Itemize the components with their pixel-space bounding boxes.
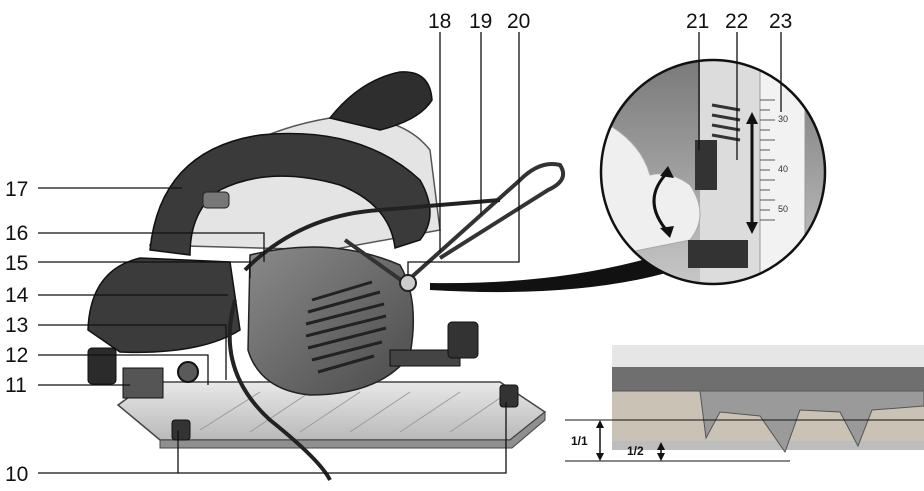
callout-12: 12: [5, 344, 28, 367]
scale-tick-40: 40: [778, 164, 788, 174]
base-block: [688, 240, 748, 268]
front-clamp-10a: [171, 419, 191, 441]
callout-19: 19: [469, 10, 492, 33]
callout-13: 13: [5, 314, 28, 337]
rear-clamp: [447, 321, 479, 359]
rear-handle: [328, 71, 433, 131]
power-cord: [227, 198, 501, 481]
front-clamp-10b: [499, 384, 519, 408]
bevel-scale: [122, 367, 164, 399]
rotation-arrow: [652, 170, 670, 233]
callout-20: 20: [507, 10, 530, 33]
depth-lever: [695, 140, 717, 190]
blade-depth-photo: 1/1 1/2: [565, 345, 924, 462]
spring: [711, 103, 741, 142]
saw-illustration: [87, 71, 565, 481]
callout-17: 17: [5, 178, 28, 201]
callout-23: 23: [769, 10, 792, 33]
switch-lock-button: [202, 191, 230, 209]
callout-21: 21: [686, 10, 709, 33]
motor-vents: [305, 280, 387, 374]
zoom-pointer: [430, 255, 700, 293]
main-handle: [149, 132, 431, 256]
depth-scale-strip: [759, 60, 806, 284]
guide-knob: [399, 274, 417, 292]
callout-11: 11: [5, 374, 27, 397]
callout-22: 22: [725, 10, 748, 33]
saw-blade-teeth: [612, 390, 924, 454]
front-knob: [87, 257, 241, 354]
depth-mark-half: 1/2: [627, 444, 644, 458]
callout-16: 16: [5, 222, 28, 245]
scale-tick-50: 50: [778, 204, 788, 214]
bevel-wing-bolt: [177, 361, 199, 383]
callout-15: 15: [5, 252, 28, 275]
hand: [601, 119, 701, 261]
scale-tick-30: 30: [778, 114, 788, 124]
callout-14: 14: [5, 284, 29, 307]
leader-lines: [38, 32, 520, 474]
zoom-leader-lines: [698, 32, 782, 160]
parallel-guide: [343, 162, 565, 286]
callout-numbers: 17 16 15 14 13 12 11 10 18 19 20 21 22 2…: [5, 10, 792, 486]
rear-knob: [87, 347, 117, 385]
callout-18: 18: [428, 10, 451, 33]
depth-adjust-detail: 30 40 50: [430, 58, 827, 293]
depth-mark-full: 1/1: [571, 434, 588, 448]
callout-10: 10: [5, 463, 28, 486]
